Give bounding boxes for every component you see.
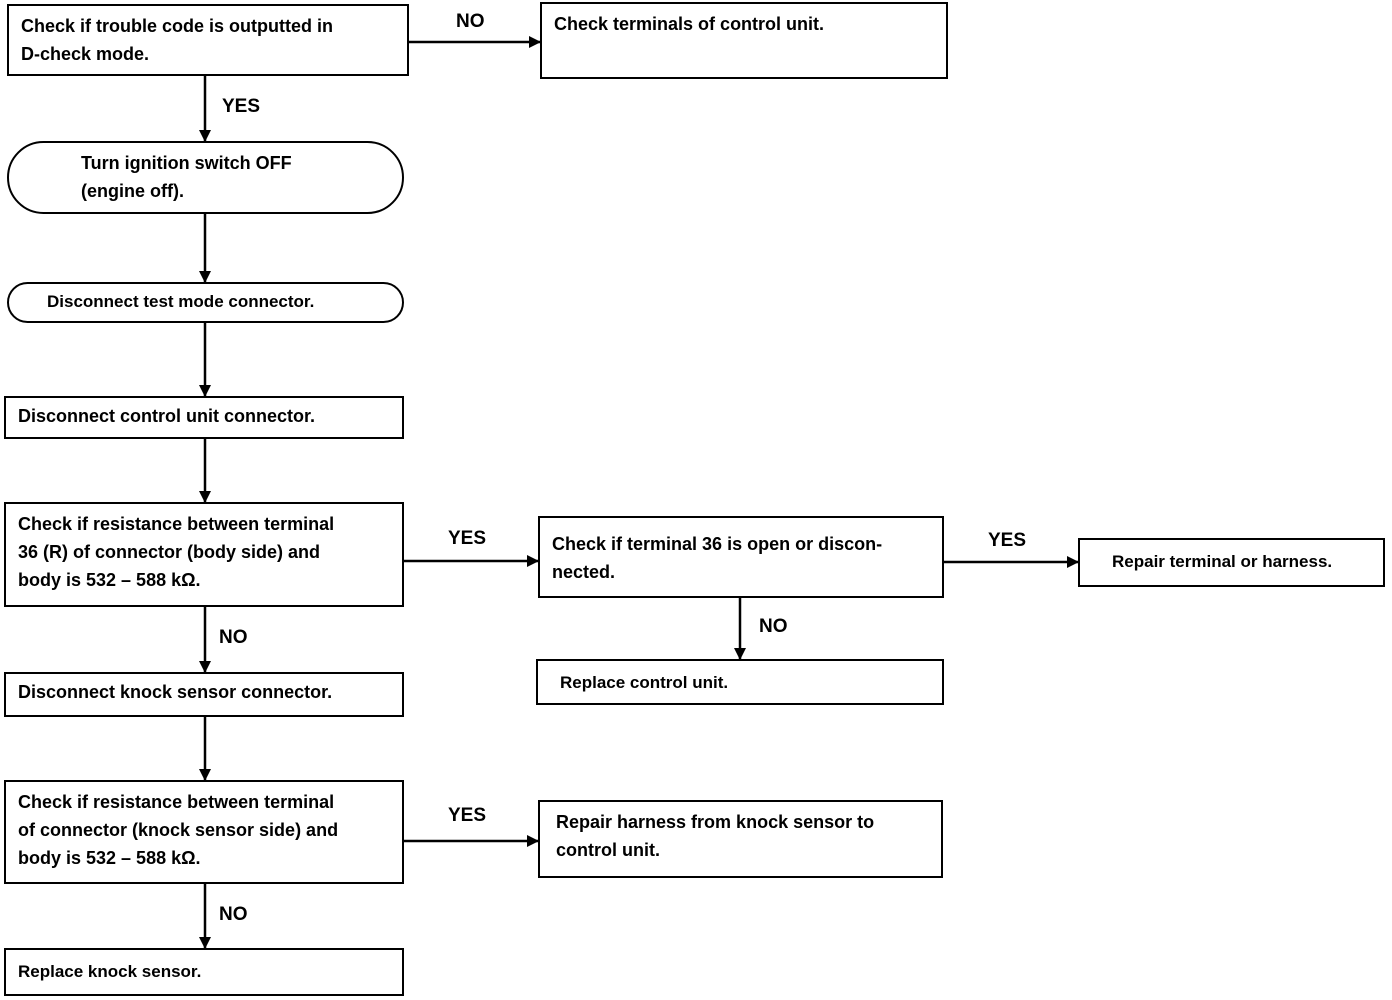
step-disconnect-knock-sensor: Disconnect knock sensor connector.	[4, 672, 404, 717]
step-check-trouble-code: Check if trouble code is outputted in D-…	[7, 4, 409, 76]
label-yes-repair-harness: YES	[448, 805, 487, 826]
step-repair-terminal-harness: Repair terminal or harness.	[1078, 538, 1385, 587]
label-no-terminals: NO	[456, 11, 485, 32]
label-yes-terminal36: YES	[448, 528, 487, 549]
step-check-resistance-terminal36: Check if resistance between terminal 36 …	[4, 502, 404, 607]
label-yes-repair-terminal: YES	[988, 530, 1027, 551]
step-check-resistance-knock: Check if resistance between terminal of …	[4, 780, 404, 884]
step-turn-ignition-off: Turn ignition switch OFF (engine off).	[7, 141, 404, 214]
label-no-replace-control: NO	[759, 616, 788, 637]
step-disconnect-test-mode: Disconnect test mode connector.	[7, 282, 404, 323]
step-replace-knock-sensor: Replace knock sensor.	[4, 948, 404, 996]
step-check-terminals: Check terminals of control unit.	[540, 2, 948, 79]
label-yes-ignition: YES	[222, 96, 261, 117]
label-no-replace-sensor: NO	[219, 904, 248, 925]
step-repair-harness-knock: Repair harness from knock sensor to cont…	[538, 800, 943, 878]
step-check-terminal36-open: Check if terminal 36 is open or discon- …	[538, 516, 944, 598]
label-no-knock-connector: NO	[219, 627, 248, 648]
step-replace-control-unit: Replace control unit.	[536, 659, 944, 705]
step-disconnect-control-unit: Disconnect control unit connector.	[4, 396, 404, 439]
